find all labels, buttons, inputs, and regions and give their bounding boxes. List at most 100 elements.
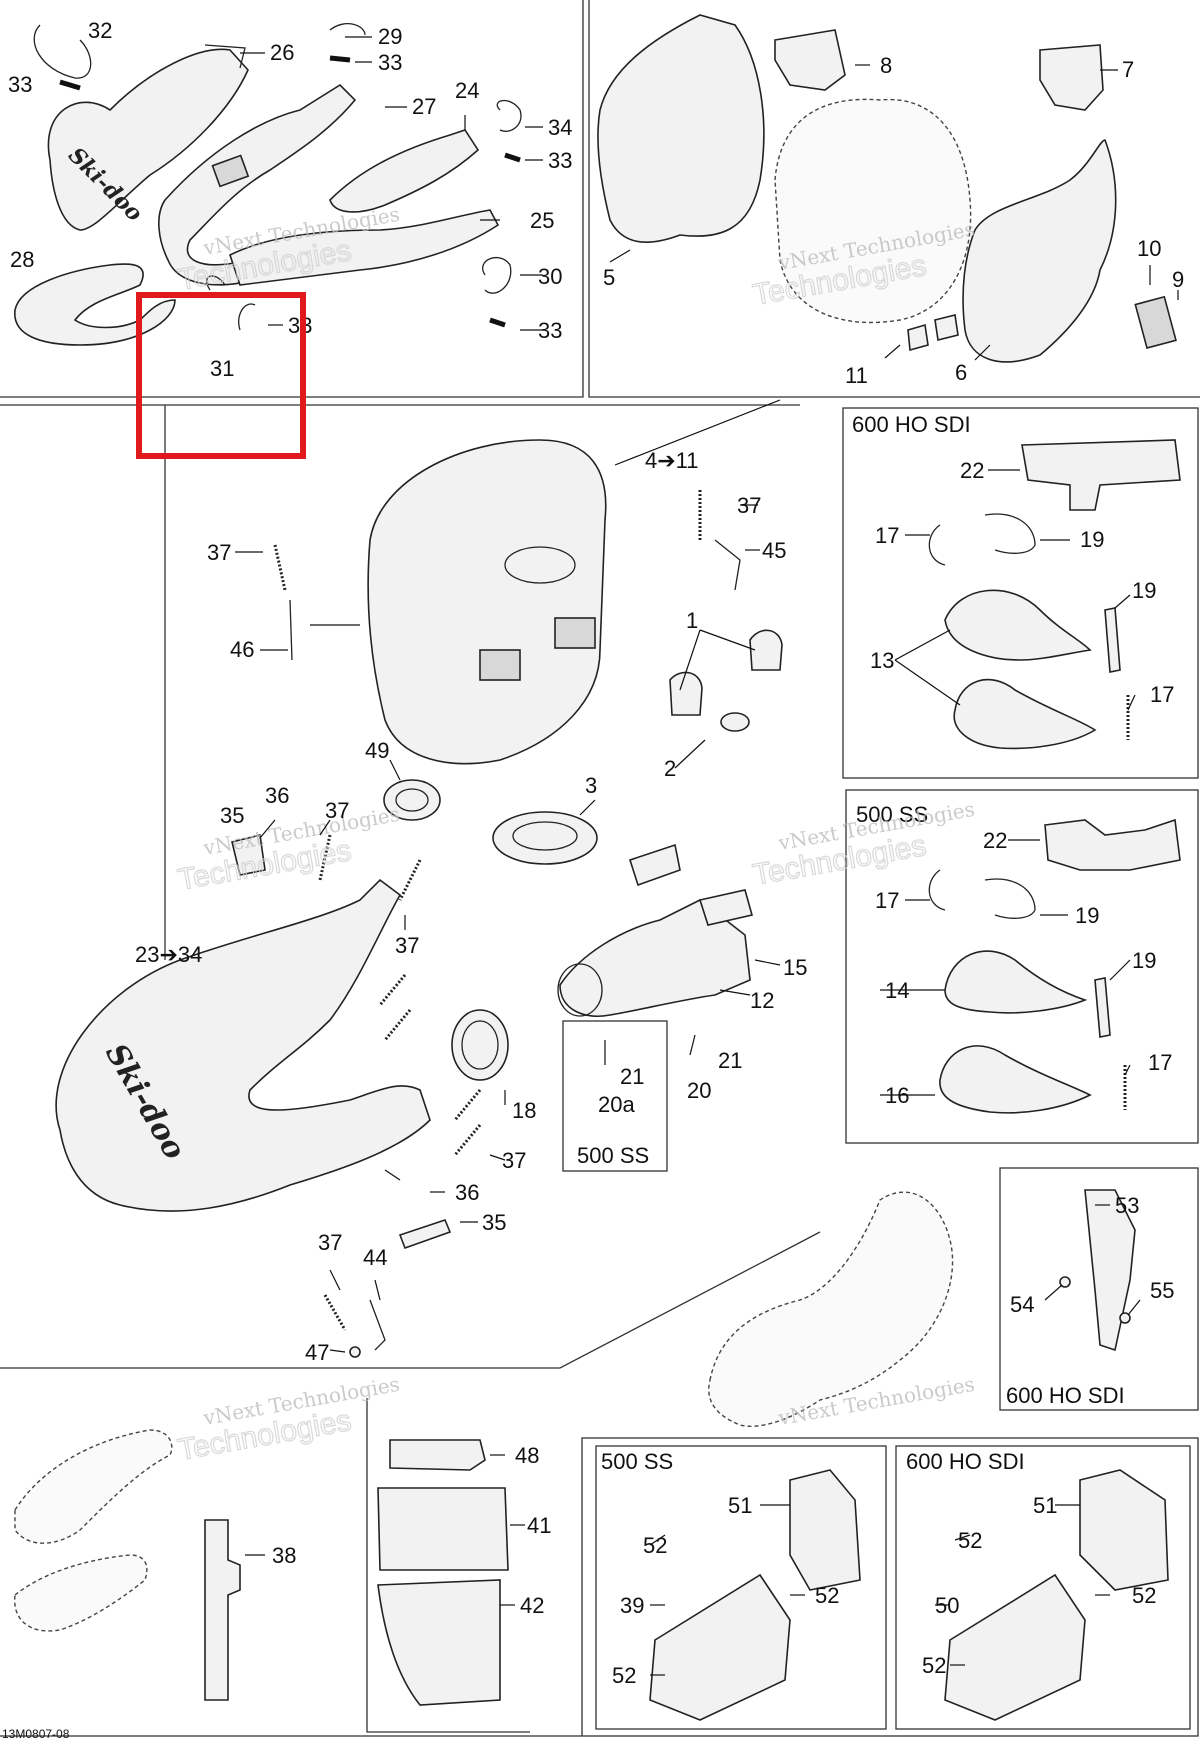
callout-21: 21 xyxy=(620,1064,644,1089)
callout-36: 36 xyxy=(455,1180,479,1205)
callout-52: 52 xyxy=(922,1653,946,1678)
lower-right-assembly xyxy=(708,1189,1136,1427)
callout-2: 2 xyxy=(664,756,676,781)
box-500-ss-parts xyxy=(928,818,1181,1114)
callout-35: 35 xyxy=(220,803,244,828)
callout-20: 20 xyxy=(687,1078,711,1103)
box-600-ho-sdi-bottom xyxy=(895,1445,1191,1730)
callout-53: 53 xyxy=(1115,1193,1139,1218)
box-title-600-ho-sdi: 600 HO SDI xyxy=(906,1449,1025,1474)
callout-20a: 20a xyxy=(598,1092,635,1117)
box-title-500-ss: 500 SS xyxy=(601,1449,673,1474)
callout-16: 16 xyxy=(885,1083,909,1108)
bottom-left-parts xyxy=(14,1429,509,1706)
box-500-ss-bottom xyxy=(595,1445,887,1730)
callout-labels: 32 33 26 29 33 27 24 34 33 25 28 30 33 3… xyxy=(8,18,1184,1688)
callout-33: 33 xyxy=(538,318,562,343)
callout-31: 31 xyxy=(210,356,234,381)
callout-35: 35 xyxy=(482,1210,506,1235)
callout-17: 17 xyxy=(875,523,899,548)
box-title-500-ss: 500 SS xyxy=(856,802,928,827)
callout-52: 52 xyxy=(1132,1583,1156,1608)
box-500-ss-center xyxy=(562,1020,668,1172)
callout-45: 45 xyxy=(762,538,786,563)
leader-lines xyxy=(60,36,1179,1676)
callout-39: 39 xyxy=(620,1593,644,1618)
callout-34: 34 xyxy=(548,115,572,140)
callout-17: 17 xyxy=(1150,682,1174,707)
callout-14: 14 xyxy=(885,978,909,1003)
callout-29: 29 xyxy=(378,24,402,49)
callout-17: 17 xyxy=(875,888,899,913)
callout-12: 12 xyxy=(750,988,774,1013)
callout-21: 21 xyxy=(718,1048,742,1073)
callout-54: 54 xyxy=(1010,1292,1034,1317)
callout-13: 13 xyxy=(870,648,894,673)
callout-3: 3 xyxy=(585,773,597,798)
callout-19: 19 xyxy=(1080,527,1104,552)
box-600-ho-sdi-lower xyxy=(999,1167,1199,1411)
callout-19: 19 xyxy=(1132,578,1156,603)
top-right-parts xyxy=(597,14,1177,363)
callout-33: 33 xyxy=(8,72,32,97)
callout-8: 8 xyxy=(880,53,892,78)
box-title-500-ss: 500 SS xyxy=(577,1143,649,1168)
callout-17: 17 xyxy=(1148,1050,1172,1075)
callout-11: 11 xyxy=(845,363,868,388)
callout-37: 37 xyxy=(207,540,231,565)
callout-46: 46 xyxy=(230,637,254,662)
callout-27: 27 xyxy=(412,94,436,119)
callout-7: 7 xyxy=(1122,57,1134,82)
callout-1: 1 xyxy=(686,608,698,633)
callout-37: 37 xyxy=(502,1148,526,1173)
callout-22: 22 xyxy=(960,458,984,483)
box-title-600-ho-sdi: 600 HO SDI xyxy=(1006,1383,1125,1408)
callout-44: 44 xyxy=(363,1245,387,1270)
callout-37: 37 xyxy=(325,798,349,823)
callout-52: 52 xyxy=(643,1533,667,1558)
callout-55: 55 xyxy=(1150,1278,1174,1303)
callout-37: 37 xyxy=(737,493,761,518)
callout-19: 19 xyxy=(1132,948,1156,973)
heat-shield-parts xyxy=(649,1469,1169,1721)
callout-26: 26 xyxy=(270,40,294,65)
callout-52: 52 xyxy=(958,1528,982,1553)
callout-38: 38 xyxy=(272,1543,296,1568)
callout-51: 51 xyxy=(1033,1493,1057,1518)
diagram-ref-code: 13M0807-08 xyxy=(2,1727,70,1741)
callout-10: 10 xyxy=(1137,236,1161,261)
callout-47: 47 xyxy=(305,1340,329,1365)
callout-25: 25 xyxy=(530,208,554,233)
callout-33: 33 xyxy=(548,148,572,173)
callout-48: 48 xyxy=(515,1443,539,1468)
callout-50: 50 xyxy=(935,1593,959,1618)
callout-37: 37 xyxy=(318,1230,342,1255)
callout-36: 36 xyxy=(265,783,289,808)
box-600-ho-sdi-top xyxy=(842,407,1199,779)
callout-23-to-34: 23➔34 xyxy=(135,942,202,967)
callout-28: 28 xyxy=(10,247,34,272)
callout-33: 33 xyxy=(378,50,402,75)
box-600-ho-sdi-parts xyxy=(928,439,1181,750)
callout-37: 37 xyxy=(395,933,419,958)
top-left-parts: Ski-doo xyxy=(14,23,522,346)
callout-30: 30 xyxy=(538,264,562,289)
highlight-box xyxy=(136,292,306,459)
callout-4-to-11: 4➔11 xyxy=(645,448,699,473)
callout-5: 5 xyxy=(603,265,615,290)
callout-52: 52 xyxy=(612,1663,636,1688)
callout-22: 22 xyxy=(983,828,1007,853)
callout-18: 18 xyxy=(512,1098,536,1123)
middle-parts: Ski-doo xyxy=(55,439,783,1358)
callout-49: 49 xyxy=(365,738,389,763)
callout-32: 32 xyxy=(88,18,112,43)
callout-9: 9 xyxy=(1172,267,1184,292)
box-500-ss-mid xyxy=(845,789,1199,1144)
callout-6: 6 xyxy=(955,360,967,385)
callout-19: 19 xyxy=(1075,903,1099,928)
callout-51: 51 xyxy=(728,1493,752,1518)
callout-41: 41 xyxy=(527,1513,551,1538)
callout-52: 52 xyxy=(815,1583,839,1608)
